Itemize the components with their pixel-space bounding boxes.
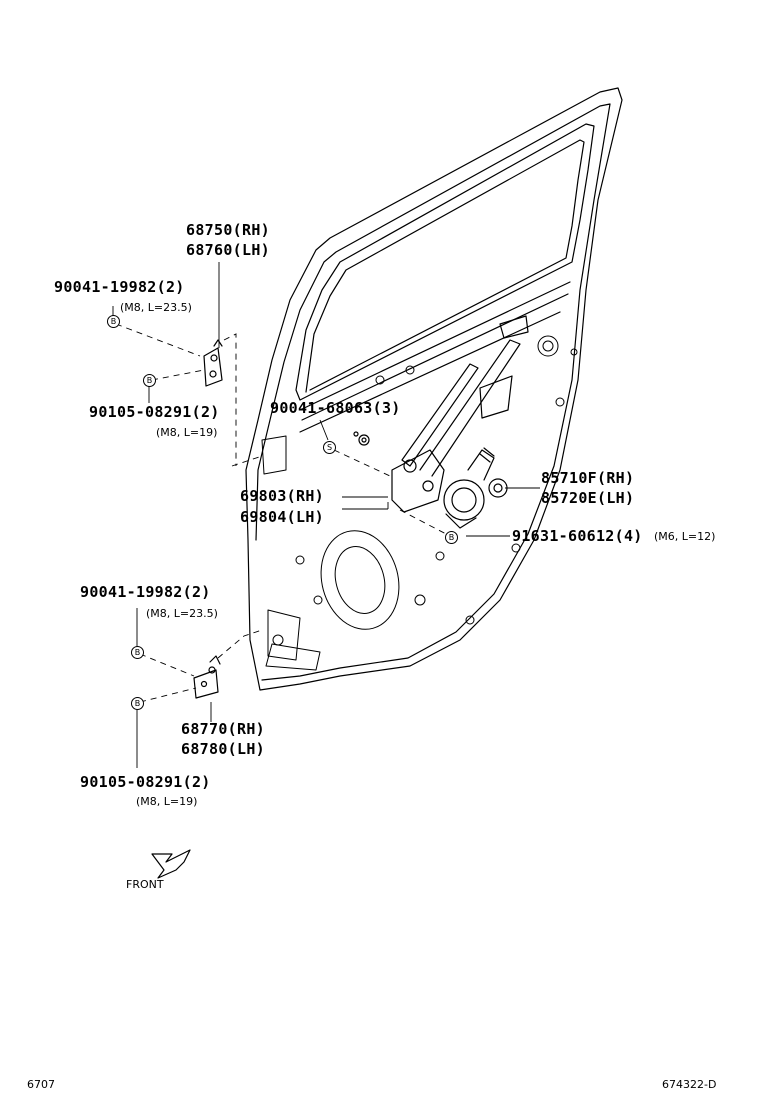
callout-bolt-motor-part: 91631-60612(4)	[512, 527, 643, 545]
diagram-id: 674322-D	[662, 1078, 717, 1091]
leader-lines	[112, 262, 540, 768]
front-arrow-icon	[151, 849, 191, 879]
callout-bolt-upper2-part: 90105-08291(2)	[89, 403, 220, 421]
callout-bolt-lower2-part: 90105-08291(2)	[80, 773, 211, 791]
callout-bolt-upper2-spec: (M8, L=19)	[156, 426, 218, 439]
callout-bolt-upper-part: 90041-19982(2)	[54, 278, 185, 296]
callout-68770-rh: 68770(RH)	[181, 720, 265, 738]
callout-screw-regulator-part: 90041-68063(3)	[270, 399, 401, 417]
callout-bolt-upper-spec: (M8, L=23.5)	[120, 301, 192, 314]
callout-69804-lh: 69804(LH)	[240, 508, 324, 526]
inner-panel-cutouts	[261, 335, 578, 671]
callout-bolt-lower-part: 90041-19982(2)	[80, 583, 211, 601]
window-frame	[295, 123, 595, 401]
callout-68760-lh: 68760(LH)	[186, 241, 270, 259]
callout-bolt-motor-spec: (M6, L=12)	[654, 530, 716, 543]
marker-b-lower-1: B	[131, 646, 144, 659]
door-shell-outline	[245, 87, 623, 691]
callout-85720e-lh: 85720E(LH)	[541, 489, 635, 507]
section-number: 6707	[27, 1078, 55, 1091]
callout-bolt-lower2-spec: (M8, L=19)	[136, 795, 198, 808]
callout-68750-rh: 68750(RH)	[186, 221, 270, 239]
regulator-arm	[391, 315, 529, 513]
marker-s-regulator: S	[323, 441, 336, 454]
lower-bracket-part	[193, 655, 221, 699]
callout-bolt-lower-spec: (M8, L=23.5)	[146, 607, 218, 620]
callout-68780-lh: 68780(LH)	[181, 740, 265, 758]
marker-b-upper-1: B	[107, 315, 120, 328]
marker-b-motor: B	[445, 531, 458, 544]
window-motor	[443, 447, 508, 529]
belt-line	[299, 281, 571, 433]
upper-bracket-part	[203, 339, 223, 387]
callout-69803-rh: 69803(RH)	[240, 487, 324, 505]
marker-b-upper-2: B	[143, 374, 156, 387]
regulator-screw-points	[353, 431, 370, 446]
callout-85710f-rh: 85710F(RH)	[541, 469, 635, 487]
dashed-reference-lines	[115, 323, 451, 703]
front-label: FRONT	[126, 878, 164, 891]
marker-b-lower-2: B	[131, 697, 144, 710]
